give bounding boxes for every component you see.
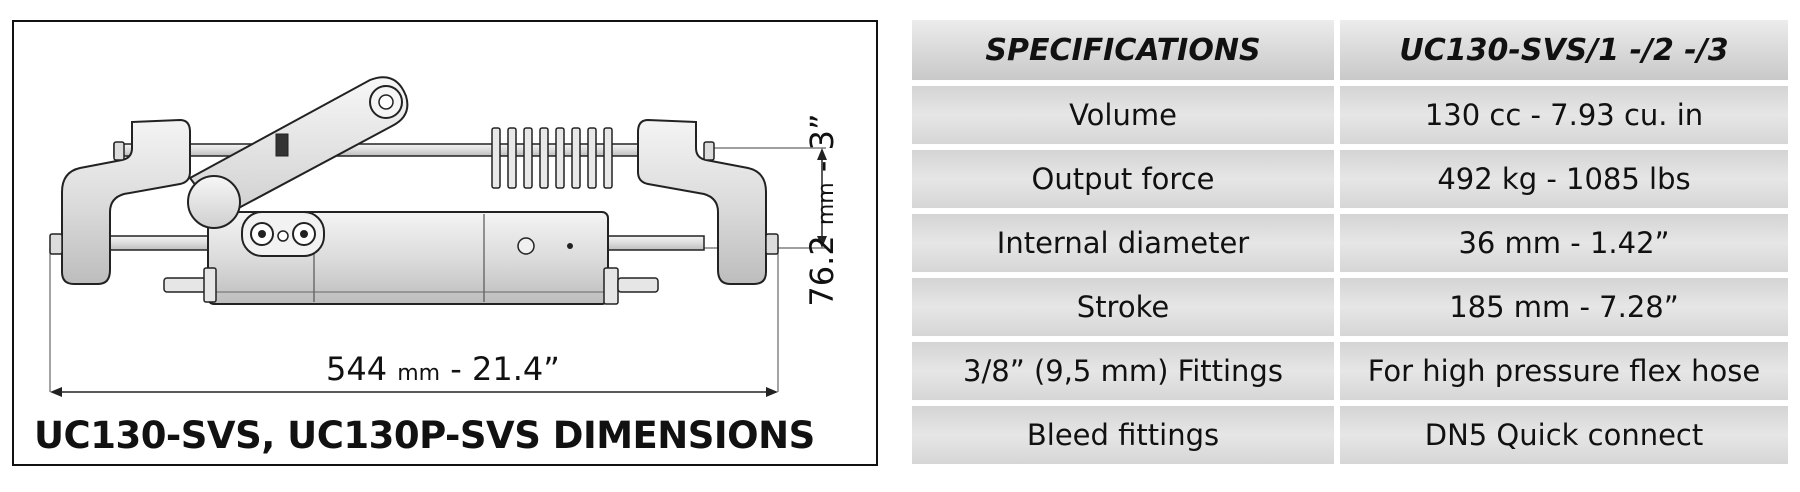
- height-value: 76.2: [803, 235, 841, 307]
- spec-label: Bleed fittings: [912, 406, 1340, 464]
- end-bolts: [49, 141, 779, 255]
- width-dimension-label: 544 mm - 21.4”: [326, 350, 560, 388]
- header-model: UC130-SVS/1 -/2 -/3: [1340, 20, 1788, 86]
- width-dimension-line: [50, 387, 778, 397]
- spec-value: For high pressure flex hose: [1340, 342, 1788, 406]
- valve-block: [241, 211, 325, 257]
- table-row: Output force 492 kg - 1085 lbs: [912, 150, 1788, 214]
- drawing-title: UC130-SVS, UC130P-SVS DIMENSIONS: [34, 414, 815, 457]
- height-imperial: - 3”: [803, 113, 841, 173]
- spec-value: 492 kg - 1085 lbs: [1340, 150, 1788, 214]
- spring-coils: [491, 127, 613, 189]
- table-row: Stroke 185 mm - 7.28”: [912, 278, 1788, 342]
- right-mount-bracket: [637, 118, 767, 285]
- table-row: Bleed fittings DN5 Quick connect: [912, 406, 1788, 464]
- height-dimension-label: 76.2 mm - 3”: [803, 113, 841, 306]
- hose-fittings: [163, 267, 659, 305]
- spec-label: Volume: [912, 86, 1340, 150]
- spec-value: 130 cc - 7.93 cu. in: [1340, 86, 1788, 150]
- tiller-arm: [187, 76, 409, 229]
- table-header-row: SPECIFICATIONS UC130-SVS/1 -/2 -/3: [912, 20, 1788, 86]
- table-row: Internal diameter 36 mm - 1.42”: [912, 214, 1788, 278]
- spec-label: Internal diameter: [912, 214, 1340, 278]
- dimension-drawing-panel: 544 mm - 21.4” 76.2 mm - 3” UC130-SVS, U…: [12, 20, 878, 466]
- spec-label: 3/8” (9,5 mm) Fittings: [912, 342, 1340, 406]
- spec-value: 185 mm - 7.28”: [1340, 278, 1788, 342]
- spec-label: Output force: [912, 150, 1340, 214]
- height-dimension-line: [817, 148, 827, 248]
- table-row: Volume 130 cc - 7.93 cu. in: [912, 86, 1788, 150]
- width-imperial: - 21.4”: [450, 350, 560, 388]
- cylinder-drawing: [49, 76, 827, 397]
- height-unit: mm: [814, 182, 839, 226]
- top-sensor-block: [275, 133, 289, 157]
- header-specifications: SPECIFICATIONS: [912, 20, 1340, 86]
- width-unit: mm: [397, 361, 441, 386]
- width-value: 544: [326, 350, 388, 388]
- specifications-table: SPECIFICATIONS UC130-SVS/1 -/2 -/3 Volum…: [912, 20, 1788, 464]
- spec-value: 36 mm - 1.42”: [1340, 214, 1788, 278]
- spec-label: Stroke: [912, 278, 1340, 342]
- spec-value: DN5 Quick connect: [1340, 406, 1788, 464]
- table-row: 3/8” (9,5 mm) Fittings For high pressure…: [912, 342, 1788, 406]
- left-mount-bracket: [61, 118, 191, 285]
